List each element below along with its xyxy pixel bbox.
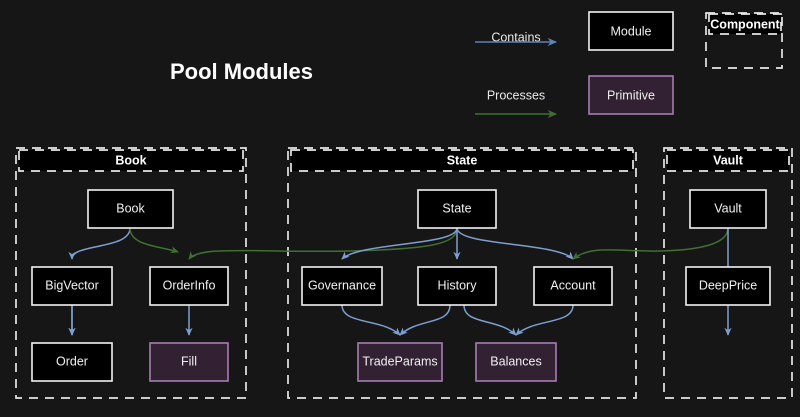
group-book-label: Book bbox=[115, 153, 146, 167]
edge-account-to-balances bbox=[515, 304, 574, 336]
group-state[interactable]: State bbox=[287, 147, 637, 399]
group-state-label: State bbox=[447, 153, 478, 167]
node-fill[interactable]: Fill bbox=[149, 342, 229, 382]
group-book[interactable]: Book bbox=[15, 147, 247, 399]
node-orderinfo-box bbox=[149, 266, 229, 306]
node-orderinfo[interactable]: OrderInfo bbox=[149, 266, 229, 306]
legend-edges: Contains Processes bbox=[475, 30, 558, 119]
edge-book-to-bigvector bbox=[68, 227, 131, 260]
edge-state-to-orderinfo bbox=[188, 227, 458, 260]
legend-component-box bbox=[705, 12, 783, 69]
edge-vault-to-account bbox=[572, 227, 729, 260]
node-book-label: Book bbox=[116, 201, 145, 215]
node-bigvector[interactable]: BigVector bbox=[31, 266, 113, 306]
node-vault[interactable]: Vault bbox=[689, 189, 767, 229]
node-order-label: Order bbox=[56, 354, 88, 368]
node-state-box bbox=[417, 189, 497, 229]
legend-processes-label: Processes bbox=[487, 88, 545, 102]
node-history-label: History bbox=[438, 278, 478, 292]
node-order-box bbox=[31, 342, 113, 382]
node-governance-box bbox=[301, 266, 383, 306]
group-state-outline bbox=[287, 147, 637, 399]
node-state-label: State bbox=[442, 201, 471, 215]
edge-history-to-balances bbox=[463, 304, 517, 336]
node-state[interactable]: State bbox=[417, 189, 497, 229]
node-history-box bbox=[417, 266, 497, 306]
node-account-label: Account bbox=[550, 278, 596, 292]
edge-book-to-orderinfo bbox=[129, 227, 179, 254]
node-balances[interactable]: Balances bbox=[475, 342, 557, 382]
legend-primitive-box bbox=[588, 75, 674, 115]
node-fill-box bbox=[149, 342, 229, 382]
node-book[interactable]: Book bbox=[87, 189, 174, 229]
legend-module-box bbox=[588, 11, 674, 51]
group-vault-header bbox=[666, 149, 790, 172]
node-order[interactable]: Order bbox=[31, 342, 113, 382]
node-vault-label: Vault bbox=[714, 201, 742, 215]
group-vault-label: Vault bbox=[713, 153, 744, 167]
legend-module-label: Module bbox=[611, 24, 652, 38]
node-deepprice-box bbox=[685, 266, 771, 306]
legend-primitive-label: Primitive bbox=[607, 88, 655, 102]
legend-contains-label: Contains bbox=[491, 30, 540, 44]
node-balances-label: Balances bbox=[490, 354, 541, 368]
node-deepprice-label: DeepPrice bbox=[699, 278, 757, 292]
group-state-header bbox=[290, 149, 634, 172]
group-vault[interactable]: Vault bbox=[663, 147, 793, 399]
group-book-outline bbox=[15, 147, 247, 399]
group-containers: Book State Vault bbox=[15, 147, 793, 399]
node-balances-box bbox=[475, 342, 557, 382]
node-fill-label: Fill bbox=[181, 354, 197, 368]
node-book-box bbox=[87, 189, 174, 229]
group-vault-outline bbox=[663, 147, 793, 399]
edge-governance-to-tradeparams bbox=[341, 304, 401, 336]
node-tradeparams-label: TradeParams bbox=[362, 354, 437, 368]
edge-state-to-governance bbox=[341, 227, 458, 260]
node-governance[interactable]: Governance bbox=[301, 266, 383, 306]
node-governance-label: Governance bbox=[308, 278, 376, 292]
legend-shapes: Module Primitive Component bbox=[588, 11, 783, 115]
node-history[interactable]: History bbox=[417, 266, 497, 306]
node-orderinfo-label: OrderInfo bbox=[163, 278, 216, 292]
legend-component-label: Component bbox=[710, 17, 780, 31]
node-bigvector-box bbox=[31, 266, 113, 306]
page-title: Pool Modules bbox=[170, 59, 313, 84]
node-vault-box bbox=[689, 189, 767, 229]
node-account-box bbox=[533, 266, 613, 306]
edge-history-to-tradeparams bbox=[399, 304, 451, 336]
node-tradeparams[interactable]: TradeParams bbox=[357, 342, 443, 382]
node-tradeparams-box bbox=[357, 342, 443, 382]
legend-component-header bbox=[708, 13, 782, 35]
node-deepprice[interactable]: DeepPrice bbox=[685, 266, 771, 306]
node-account[interactable]: Account bbox=[533, 266, 613, 306]
node-bigvector-label: BigVector bbox=[45, 278, 99, 292]
group-book-header bbox=[18, 149, 244, 172]
edge-state-to-account bbox=[456, 227, 574, 260]
